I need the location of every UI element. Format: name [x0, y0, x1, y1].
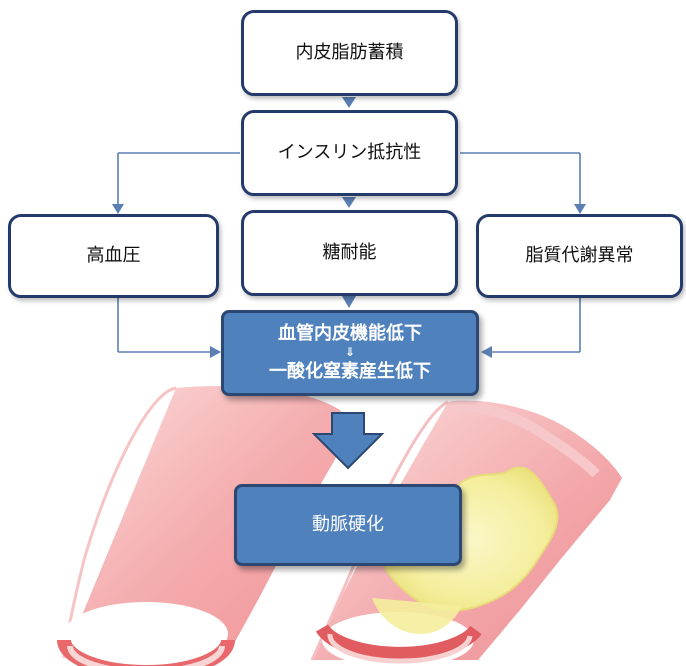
down-double-arrow: ⇓	[344, 345, 356, 360]
visceral-fat-label: 内皮脂肪蓄積	[295, 41, 404, 63]
arrow-glucose-to-endothelial	[342, 296, 356, 308]
visceral-fat-box: 内皮脂肪蓄積	[241, 10, 458, 96]
connector-arrowheads	[112, 97, 586, 358]
insulin-resistance-label: インスリン抵抗性	[277, 141, 422, 163]
glucose-intolerance-label: 糖耐能	[322, 241, 377, 263]
endothelial-line2: 一酸化窒素産生低下	[269, 360, 431, 382]
big-down-arrow	[311, 412, 385, 470]
endothelial-dysfunction-box: 血管内皮機能低下 ⇓ 一酸化窒素産生低下	[221, 310, 479, 396]
healthy-vessel	[57, 386, 352, 666]
dyslipidemia-label: 脂質代謝異常	[525, 244, 634, 266]
arrow-insulin-to-glucose	[342, 197, 356, 208]
arteriosclerosis-box: 動脈硬化	[234, 484, 462, 566]
endothelial-line1: 血管内皮機能低下	[278, 322, 422, 344]
insulin-resistance-box: インスリン抵抗性	[241, 110, 458, 196]
connectors	[117, 152, 581, 353]
diseased-vessel	[310, 400, 622, 666]
arteriosclerosis-label: 動脈硬化	[312, 513, 384, 535]
hypertension-box: 高血圧	[8, 214, 219, 298]
arrow-fat-to-insulin	[342, 97, 356, 108]
glucose-intolerance-box: 糖耐能	[241, 210, 458, 296]
hypertension-label: 高血圧	[86, 244, 141, 266]
dyslipidemia-box: 脂質代謝異常	[476, 214, 683, 298]
